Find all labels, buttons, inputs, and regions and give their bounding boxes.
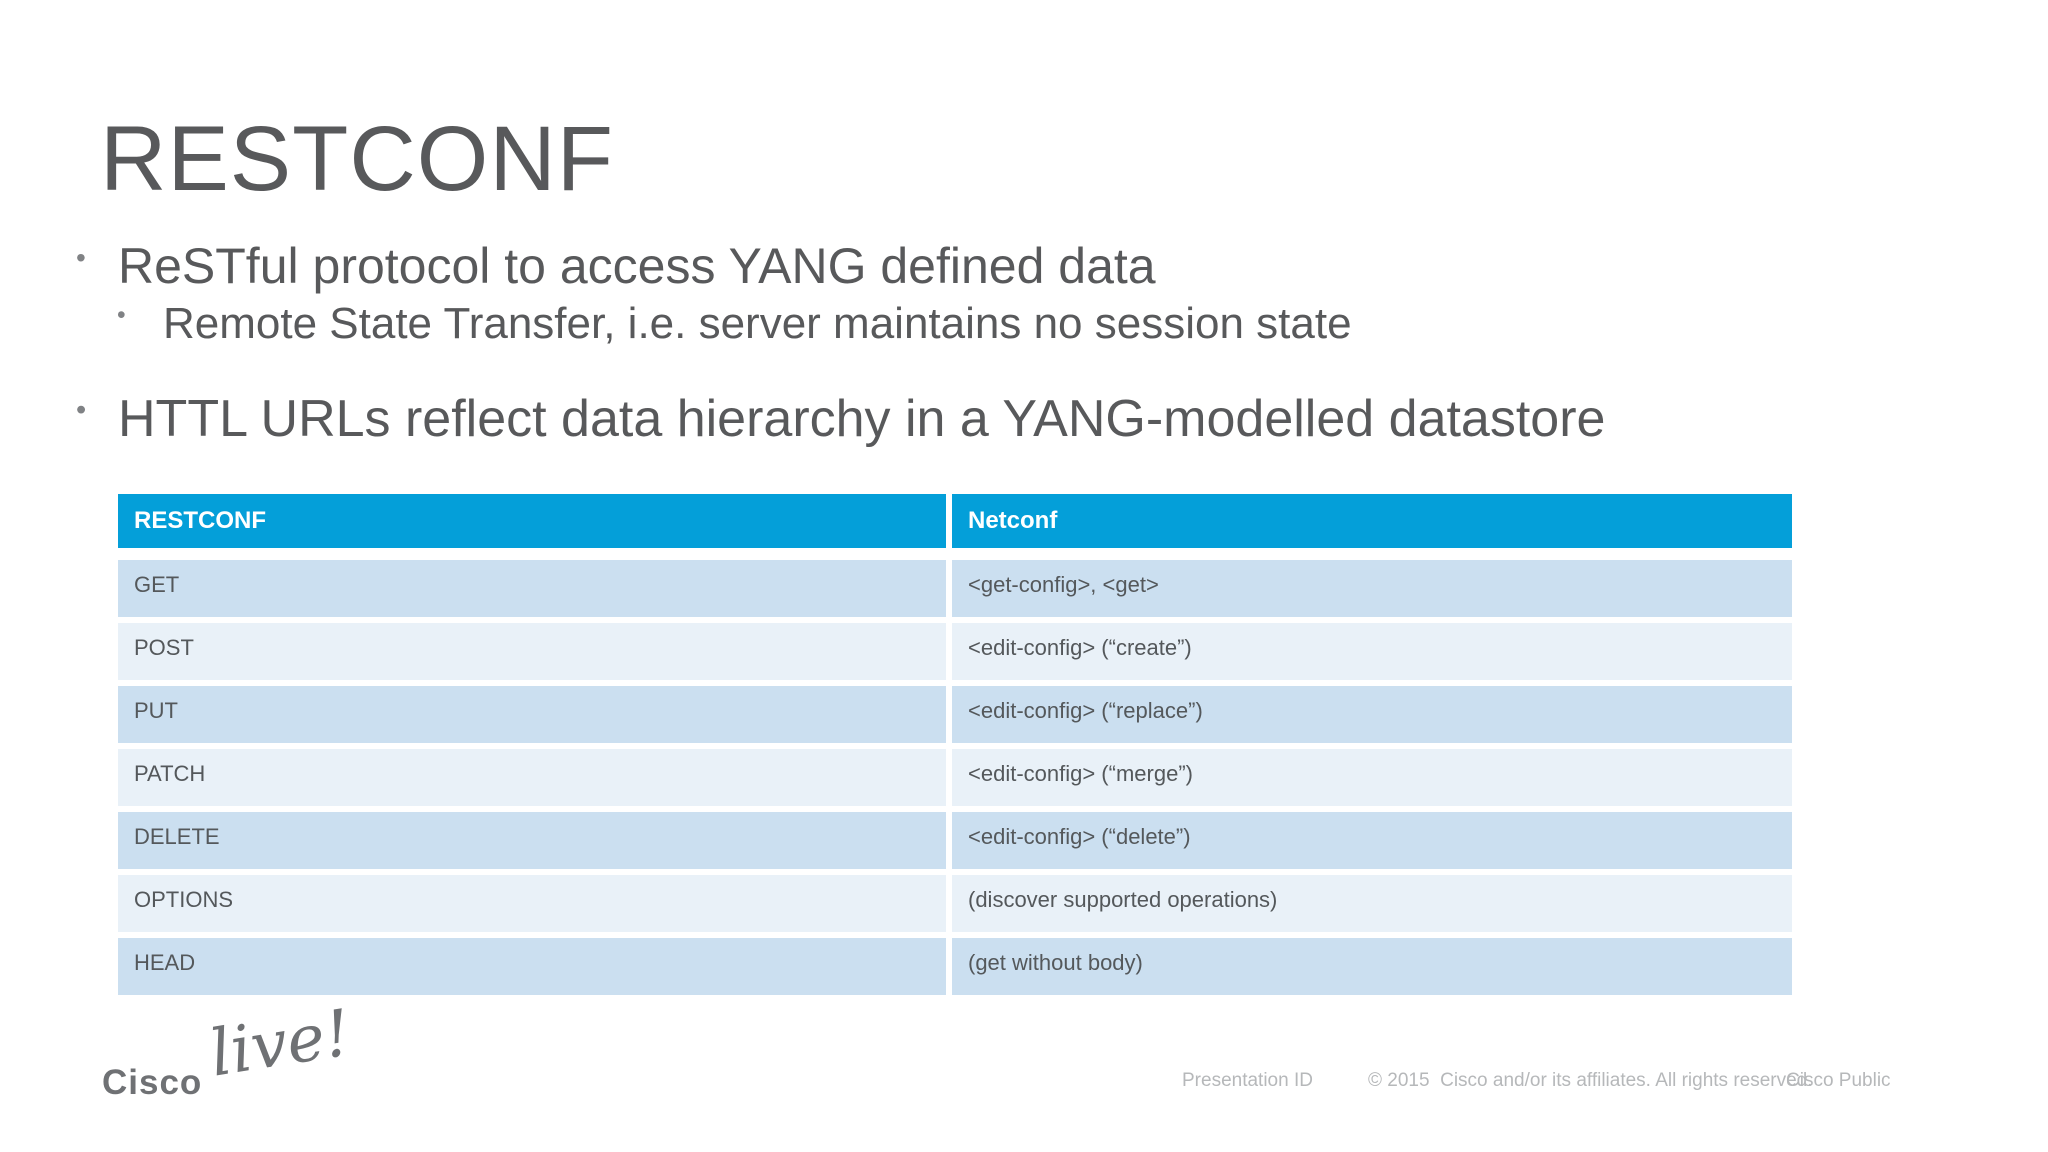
footer-presentation-id: Presentation ID (1182, 1070, 1313, 1091)
table-cell-netconf-op: <edit-config> (“delete”) (952, 812, 1792, 869)
table-cell-netconf-op: <edit-config> (“merge”) (952, 749, 1792, 806)
comparison-table: RESTCONF Netconf GET <get-config>, <get>… (118, 494, 1792, 1001)
table-header-netconf: Netconf (952, 494, 1792, 548)
cisco-live-logo-script: live! (205, 996, 356, 1092)
table-row: PATCH <edit-config> (“merge”) (118, 749, 1792, 806)
bullet-item: • ReSTful protocol to access YANG define… (76, 238, 1156, 296)
sub-bullet-item: • Remote State Transfer, i.e. server mai… (117, 299, 1352, 350)
table-row: DELETE <edit-config> (“delete”) (118, 812, 1792, 869)
bullet-text: HTTL URLs reflect data hierarchy in a YA… (118, 390, 1606, 448)
table-cell-netconf-op: <get-config>, <get> (952, 560, 1792, 617)
table-row: PUT <edit-config> (“replace”) (118, 686, 1792, 743)
sub-bullet-text: Remote State Transfer, i.e. server maint… (163, 299, 1352, 348)
bullet-icon: • (117, 302, 126, 330)
table-cell-netconf-op: (discover supported operations) (952, 875, 1792, 932)
table-cell-netconf-op: <edit-config> (“replace”) (952, 686, 1792, 743)
table-cell-method: PATCH (118, 749, 946, 806)
table-cell-method: HEAD (118, 938, 946, 995)
table-cell-method: GET (118, 560, 946, 617)
slide-title: RESTCONF (100, 108, 614, 210)
table-row: HEAD (get without body) (118, 938, 1792, 995)
table-header-restconf: RESTCONF (118, 494, 946, 548)
bullet-text: ReSTful protocol to access YANG defined … (118, 238, 1156, 294)
table-cell-netconf-op: (get without body) (952, 938, 1792, 995)
table-cell-method: POST (118, 623, 946, 680)
table-cell-method: DELETE (118, 812, 946, 869)
table-cell-method: OPTIONS (118, 875, 946, 932)
footer-classification: Cisco Public (1786, 1070, 1891, 1091)
cisco-live-logo: Cisco (102, 1063, 202, 1103)
table-cell-method: PUT (118, 686, 946, 743)
table-header-row: RESTCONF Netconf (118, 494, 1792, 548)
bullet-item: • HTTL URLs reflect data hierarchy in a … (76, 390, 1606, 450)
bullet-icon: • (76, 394, 87, 427)
footer-copyright: © 2015 Cisco and/or its affiliates. All … (1368, 1070, 1813, 1091)
table-row: GET <get-config>, <get> (118, 560, 1792, 617)
table-row: POST <edit-config> (“create”) (118, 623, 1792, 680)
table-row: OPTIONS (discover supported operations) (118, 875, 1792, 932)
bullet-icon: • (76, 241, 86, 273)
cisco-logo-text: Cisco (102, 1063, 203, 1102)
table-cell-netconf-op: <edit-config> (“create”) (952, 623, 1792, 680)
